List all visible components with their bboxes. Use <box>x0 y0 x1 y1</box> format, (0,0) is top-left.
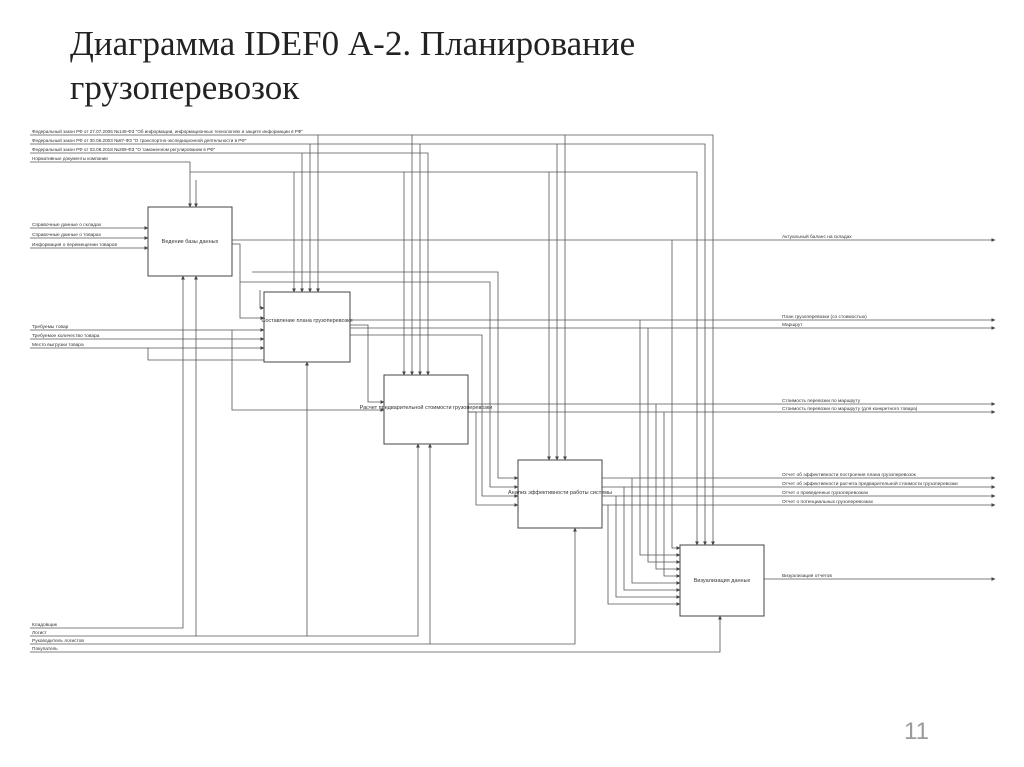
box4-to-box5-b <box>623 487 681 592</box>
function-box-1: Ведение базы данных <box>147 206 233 277</box>
control-wire-4 <box>30 161 192 208</box>
output-label-6: Отчет об эффективности построения плана … <box>782 472 917 478</box>
input-arrows <box>30 226 385 412</box>
output-label-5: Стоимость перевозки по маршруту (для кон… <box>782 406 918 412</box>
mechanism-label-3: Руководитель логистов <box>32 638 84 644</box>
box1-loop-b <box>252 271 519 480</box>
box4-to-box5-a <box>631 478 681 585</box>
output-label-10: Визуализация отчетов <box>782 573 832 579</box>
box3-to-box5-a <box>655 404 681 571</box>
function-box-4: Анализ эффективности работы системы <box>508 459 612 529</box>
output-label-7: Отчет об эффективности расчета предварит… <box>782 480 958 487</box>
box1-loop-c <box>259 290 265 310</box>
box4-to-box5-c <box>615 496 681 599</box>
input-label-4: Требуемы товар <box>32 324 69 330</box>
output-arrows <box>232 238 996 581</box>
slide-title-line-1: Диаграмма IDEF0 А-2. Планирование <box>70 24 636 63</box>
function-label-4: Анализ эффективности работы системы <box>508 490 612 496</box>
mechanism-wire-4 <box>30 615 722 653</box>
box3-to-box5-b <box>663 412 681 578</box>
output-label-3: Маршрут <box>782 322 803 328</box>
input-label-5: Требуемое количество товара <box>32 333 100 339</box>
control-wire-1 <box>30 134 715 546</box>
input-label-2: Справочные данные о товарах <box>32 232 102 238</box>
box1-to-box5 <box>671 240 681 550</box>
output-label-9: Отчет о потенциальных грузоперевозках <box>782 499 874 505</box>
mechanism-label-1: Кладовщик <box>32 622 58 628</box>
internal-wires <box>232 240 681 606</box>
output-label-1: Актуальный баланс на складах <box>782 233 852 240</box>
box4-to-box5-d <box>607 505 681 606</box>
function-box-5: Визуализация данных <box>679 544 765 617</box>
function-box-2: Составление плана грузоперевозки <box>261 291 353 363</box>
mechanism-wire-3 <box>30 527 577 645</box>
control-label-1: Федеральный закон РФ от 27.07.2006 №149-… <box>32 128 303 134</box>
function-box-3: Расчет предварительной стоимости грузопе… <box>360 374 493 445</box>
output-label-2: План грузоперевозки (со стоимостью) <box>782 314 867 320</box>
mechanism-wire-1 <box>30 275 185 629</box>
function-label-2: Составление плана грузоперевозки <box>261 318 352 324</box>
function-label-5: Визуализация данных <box>694 578 751 584</box>
control-wire-3 <box>30 152 430 376</box>
box2-to-box5-a <box>639 320 681 557</box>
input-label-1: Справочные данные о складах <box>32 222 102 228</box>
output-label-8: Отчет о проведенных грузоперевозках <box>782 490 869 496</box>
box2-to-box5-b <box>647 328 681 564</box>
control-wire-4-branch <box>190 171 699 546</box>
control-arrows <box>30 134 715 546</box>
slide-title: Диаграмма IDEF0 А-2. Планирование грузоп… <box>70 22 970 110</box>
control-labels: Федеральный закон РФ от 27.07.2006 №149-… <box>32 128 303 161</box>
mechanism-label-2: Логист <box>32 630 48 636</box>
box2-to-box4 <box>350 334 519 498</box>
input-label-3: Информация о перемещении товаров <box>32 242 117 248</box>
control-wire-2 <box>30 143 707 546</box>
page-number: 11 <box>904 718 929 745</box>
input-label-6: Место выгрузки товара <box>32 342 84 348</box>
mechanism-wire-2 <box>30 361 309 637</box>
mechanism-labels: Кладовщик Логист Руководитель логистов П… <box>32 622 84 652</box>
input-to-box4 <box>147 348 264 361</box>
output-label-4: Стоимость перевозки по маршруту <box>782 398 861 404</box>
function-label-3: Расчет предварительной стоимости грузопе… <box>360 404 493 411</box>
input-to-box3 <box>231 330 385 412</box>
slide-title-line-2: грузоперевозок <box>70 68 300 107</box>
box1-loop-a <box>240 281 519 489</box>
control-label-3: Федеральный закон РФ от 03.08.2018 №289-… <box>32 146 216 152</box>
mechanism-arrows <box>30 275 722 653</box>
control-label-2: Федеральный закон РФ от 30.06.2003 №87-Ф… <box>32 137 247 143</box>
mechanism-wire-2c <box>307 443 420 637</box>
output-labels: Актуальный баланс на складах План грузоп… <box>782 233 958 579</box>
control-label-4: Нормативные документы компании <box>32 156 108 161</box>
function-label-1: Ведение базы данных <box>162 239 219 245</box>
box1-to-box2 <box>232 243 265 320</box>
box2-to-box3 <box>350 324 385 404</box>
input-labels: Справочные данные о складах Справочные д… <box>32 222 117 348</box>
mechanism-label-4: Покупатель <box>32 646 58 652</box>
